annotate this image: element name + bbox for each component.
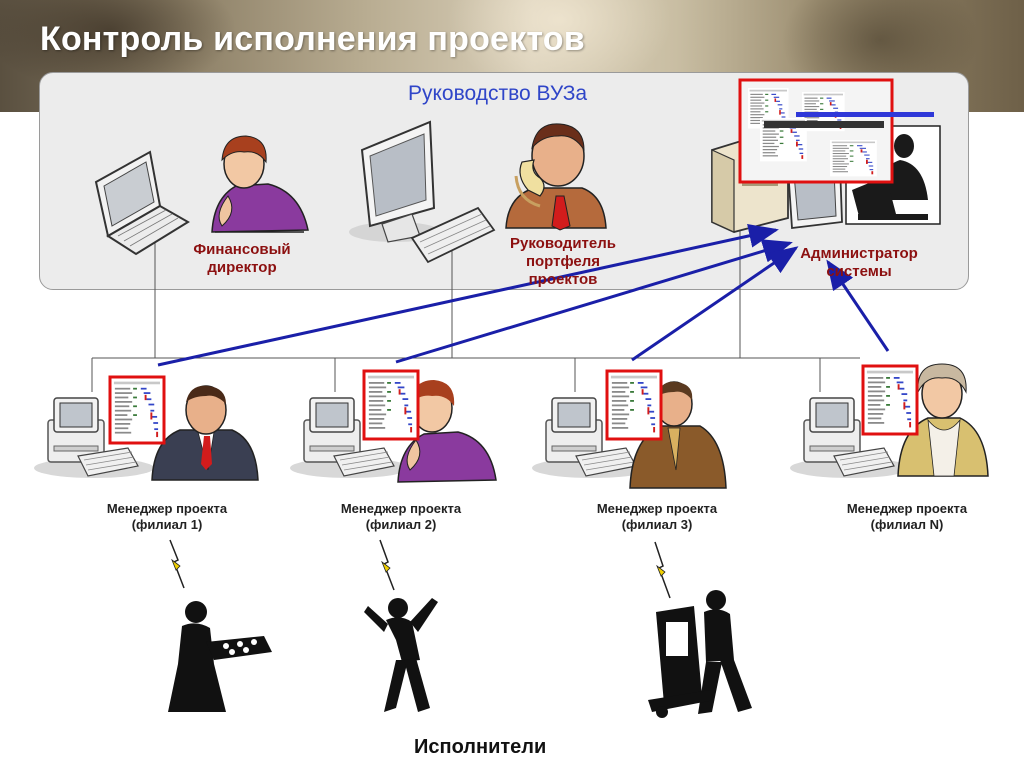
manager-workstation-n	[789, 363, 989, 479]
laptop-icon	[94, 150, 190, 256]
monitor-icon	[349, 120, 441, 243]
page-title: Контроль исполнения проектов	[40, 20, 585, 58]
arrow-branch-1	[157, 224, 779, 367]
woman-thinking-icon	[211, 135, 309, 233]
older-woman-icon	[897, 363, 989, 477]
man-in-jacket-icon	[629, 381, 727, 489]
running-man-icon	[364, 598, 438, 712]
lightning-bolt-icon	[379, 539, 395, 591]
portfolio-head-label: Руководитель портфеля проектов	[510, 235, 616, 288]
manager-label-branch-3: Менеджер проекта (филиал 3)	[596, 501, 718, 532]
manager-workstation-3	[531, 369, 727, 489]
admin-screen-highlight	[738, 78, 934, 184]
arrow-branch-2	[395, 239, 793, 364]
waitress-icon	[168, 601, 272, 712]
gantt-chart-screen-icon	[108, 375, 166, 445]
gantt-chart-screen-icon	[861, 364, 919, 436]
woman-thinking-icon	[397, 380, 497, 483]
gantt-chart-screen-icon	[605, 369, 663, 441]
man-in-suit-icon	[151, 385, 259, 481]
system-admin-label: Администратор системы	[800, 245, 918, 280]
manager-label-branch-1: Менеджер проекта (филиал 1)	[106, 501, 228, 532]
arrow-branch-3	[631, 246, 799, 362]
executors-label: Исполнители	[414, 736, 547, 758]
lightning-bolt-icon	[169, 539, 185, 589]
man-on-phone-icon	[505, 123, 607, 231]
lightning-bolt-icon	[654, 541, 671, 599]
executor-links	[169, 539, 671, 599]
reporting-arrows	[157, 224, 890, 367]
gantt-chart-screen-icon	[362, 369, 420, 441]
delivery-man-icon	[648, 590, 752, 718]
network-lines	[91, 230, 860, 392]
management-title: Руководство ВУЗа	[408, 82, 588, 105]
keyboard-icon	[410, 206, 496, 264]
manager-workstation-2	[289, 369, 497, 483]
manager-workstation-1	[33, 375, 259, 481]
manager-label-branch-n: Менеджер проекта (филиал N)	[846, 501, 968, 532]
manager-label-branch-2: Менеджер проекта (филиал 2)	[340, 501, 462, 532]
finance-director-label: Финансовый директор	[193, 241, 291, 276]
arrow-branch-n	[826, 259, 890, 352]
